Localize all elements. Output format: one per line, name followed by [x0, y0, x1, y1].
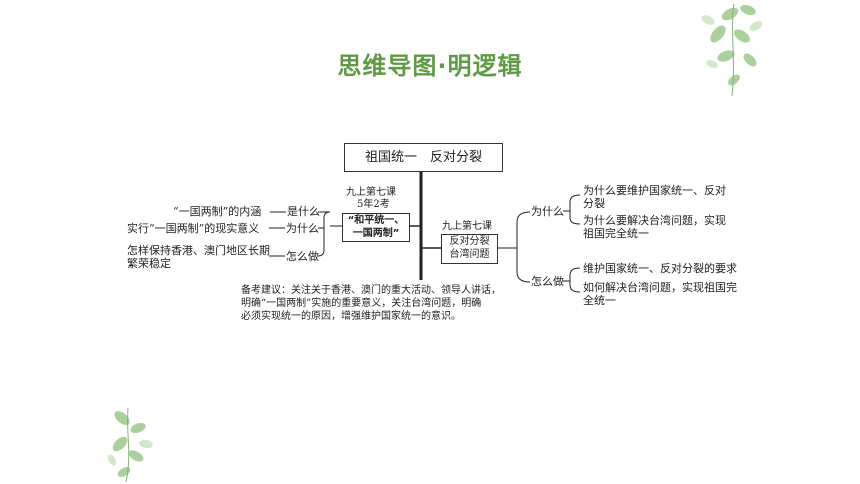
- why-item-2-line1: 为什么要解决台湾问题，实现: [583, 214, 726, 227]
- right-branch-node: 反对分裂 台湾问题: [441, 234, 498, 264]
- how-item-2-line2: 全统一: [583, 294, 616, 307]
- left-branch-node-line1: “和平统一、: [347, 215, 405, 226]
- root-node: 祖国统一 反对分裂: [344, 143, 503, 172]
- root-label: 祖国统一 反对分裂: [364, 150, 482, 165]
- leaf-decoration-bottom-left: [107, 407, 153, 483]
- left-item-3-connector: 怎么做: [286, 250, 319, 263]
- why-label: 为什么: [531, 205, 564, 218]
- left-item-3-question-line1: 怎样保持香港、澳门地区长期: [127, 244, 270, 257]
- left-branch-caption-1: 九上第七课: [346, 187, 396, 198]
- left-item-1-connector: 是什么: [287, 205, 320, 218]
- left-branch-caption-2: 5年2考: [357, 199, 390, 210]
- left-item-1-question: “一国两制”的内涵: [173, 205, 262, 218]
- note-line-2: 明确“一国两制”实施的重要意义，关注台湾问题，明确: [241, 298, 482, 309]
- why-item-2-line2: 祖国完全统一: [583, 227, 649, 240]
- page-title: 思维导图·明逻辑: [337, 52, 523, 80]
- how-label: 怎么做: [531, 275, 564, 288]
- left-item-2-connector: 为什么: [286, 222, 319, 235]
- right-branch-node-line1: 反对分裂: [449, 236, 490, 247]
- note-line-1: 备考建议：关注关于香港、澳门的重大活动、领导人讲话，: [241, 285, 501, 296]
- how-item-2-line1: 如何解决台湾问题，实现祖国完: [583, 281, 737, 294]
- left-item-3-question-line2: 繁荣稳定: [127, 257, 171, 270]
- left-item-2-question: 实行“一国两制”的现实意义: [127, 222, 260, 235]
- left-branch-node: “和平统一、 一国两制”: [342, 213, 410, 242]
- left-branch-node-line2: 一国两制”: [352, 228, 400, 239]
- right-branch-caption: 九上第七课: [442, 221, 492, 232]
- why-item-1-line1: 为什么要维护国家统一、反对: [583, 184, 726, 197]
- leaf-decoration-top-right: [701, 3, 763, 97]
- why-item-1-line2: 分裂: [583, 197, 605, 210]
- how-item-1: 维护国家统一、反对分裂的要求: [583, 262, 737, 275]
- right-branch-node-line2: 台湾问题: [449, 249, 490, 260]
- note-line-3: 必须实现统一的原因，增强维护国家统一的意识。: [241, 311, 461, 322]
